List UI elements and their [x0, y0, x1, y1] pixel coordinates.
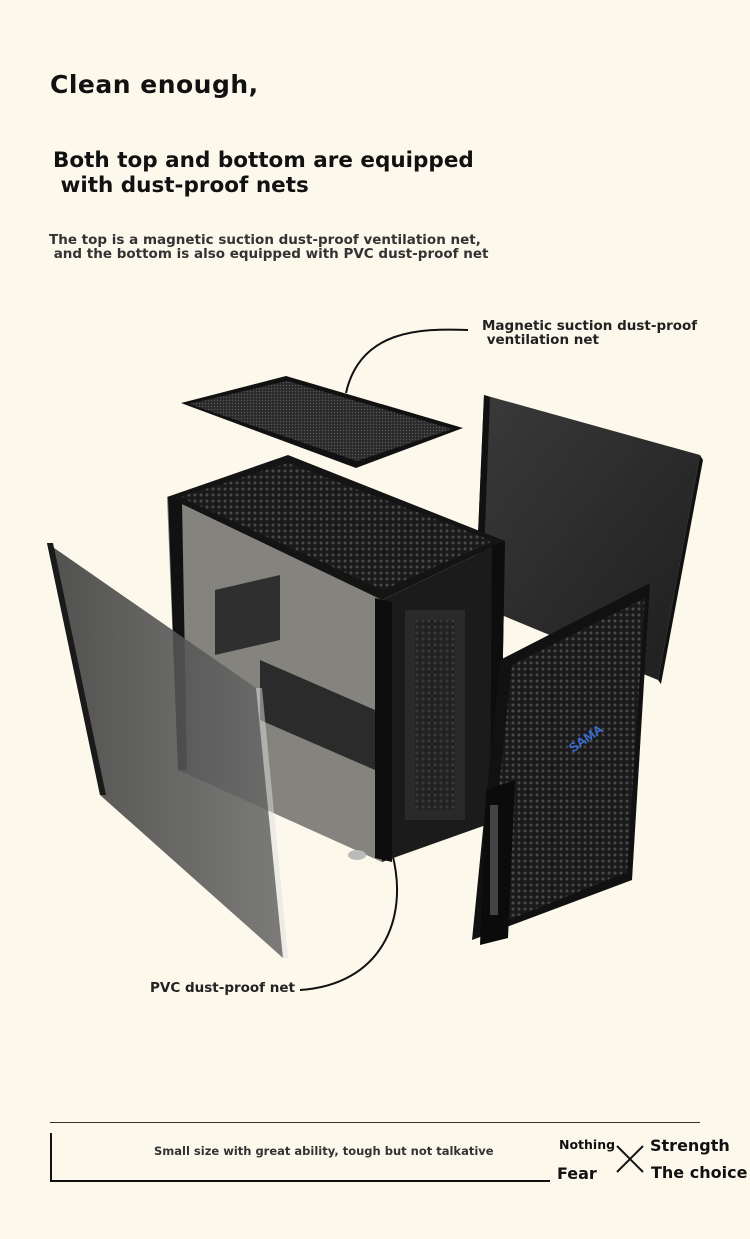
footer-word-choice: The choice [651, 1163, 748, 1182]
bottom-net-callout-label: PVC dust-proof net [150, 980, 295, 996]
x-icon [616, 1145, 644, 1173]
footer-word-strength: Strength [650, 1136, 730, 1155]
top-net-callout-label: Magnetic suction dust-proof ventilation … [482, 318, 698, 348]
top-callout-line [345, 328, 469, 394]
footer-tagline: Small size with great ability, tough but… [154, 1144, 494, 1158]
footer-word-nothing: Nothing [559, 1137, 616, 1152]
front-panel [472, 583, 650, 945]
left-glass-panel [47, 543, 288, 958]
page-title: Clean enough, [50, 70, 259, 99]
subheading: Both top and bottom are equipped with du… [53, 148, 474, 198]
bottom-callout-line [299, 852, 399, 991]
footer-word-fear: Fear [557, 1164, 597, 1183]
description: The top is a magnetic suction dust-proof… [49, 232, 489, 262]
footer-bracket [50, 1133, 550, 1182]
top-dust-filter [181, 376, 463, 468]
footer-divider [50, 1122, 700, 1123]
